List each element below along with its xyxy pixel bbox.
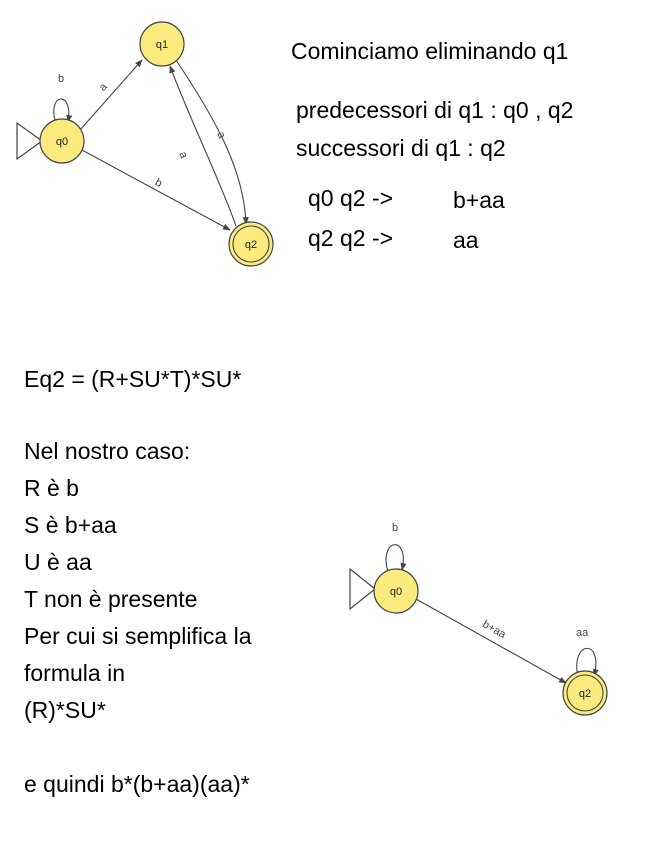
initial-state-marker-q0 [16, 121, 44, 161]
edge-label-q0-loop: b [58, 73, 64, 85]
edge-q0-q2-reduced [415, 598, 567, 684]
state-q2-outer [228, 221, 274, 267]
edge-label-q2-loop-reduced: aa [576, 627, 589, 639]
explanation-line: U è aa [24, 549, 92, 575]
edge-q2-loop-reduced [576, 647, 599, 678]
state-label-q1: q1 [156, 39, 168, 51]
state-q2-reduced-inner [566, 674, 604, 712]
explanation-intro: Nel nostro caso: [24, 438, 191, 464]
state-label-q2: q2 [245, 239, 257, 251]
diagram-reduced: b b+aa aa q0 q2 [349, 522, 608, 716]
edge-q0-q1 [79, 59, 143, 131]
diagram-original: b a a a b q1 q0 q2 [16, 21, 274, 267]
state-q1 [139, 21, 185, 67]
transition-expr-2: aa [453, 227, 479, 253]
edge-q0-q2 [81, 149, 231, 231]
state-q2-reduced-outer [562, 670, 608, 716]
explanation-line: S è b+aa [24, 512, 117, 538]
explanation-line: R è b [24, 475, 79, 501]
state-q0-reduced [373, 568, 419, 614]
successors-text: successori di q1 : q2 [296, 135, 506, 161]
final-result: e quindi b*(b+aa)(aa)* [24, 771, 250, 797]
edge-q0-loop-reduced [385, 544, 407, 573]
heading-elimination: Cominciamo eliminando q1 [291, 38, 569, 64]
state-q2-inner [232, 225, 270, 263]
edge-label-q0-loop-reduced: b [392, 522, 398, 534]
predecessors-text: predecessori di q1 : q0 , q2 [296, 97, 574, 123]
transition-pair-1: q0 q2 -> [308, 185, 394, 211]
edge-label-q1-q2: a [214, 130, 228, 141]
explanation-line: Per cui si semplifica la [24, 623, 252, 649]
edge-q2-q1 [169, 65, 237, 227]
explanation-line: T non è presente [24, 586, 198, 612]
transition-pair-2: q2 q2 -> [308, 225, 394, 251]
edge-label-q0-q1: a [97, 80, 111, 93]
edge-label-q2-q1: a [176, 150, 190, 161]
initial-state-marker-q0-reduced [349, 567, 376, 611]
state-label-q0-reduced: q0 [390, 586, 402, 598]
state-label-q2-reduced: q2 [579, 688, 591, 700]
explanation-line: (R)*SU* [24, 697, 106, 723]
edge-q0-loop [53, 98, 73, 125]
edge-label-q0-q2: b [153, 176, 164, 189]
explanation-line: formula in [24, 660, 125, 686]
edge-q1-q2 [175, 59, 249, 225]
state-q0 [39, 118, 85, 164]
state-label-q0: q0 [56, 136, 68, 148]
transition-expr-1: b+aa [453, 187, 505, 213]
formula-eq2: Eq2 = (R+SU*T)*SU* [24, 366, 242, 392]
